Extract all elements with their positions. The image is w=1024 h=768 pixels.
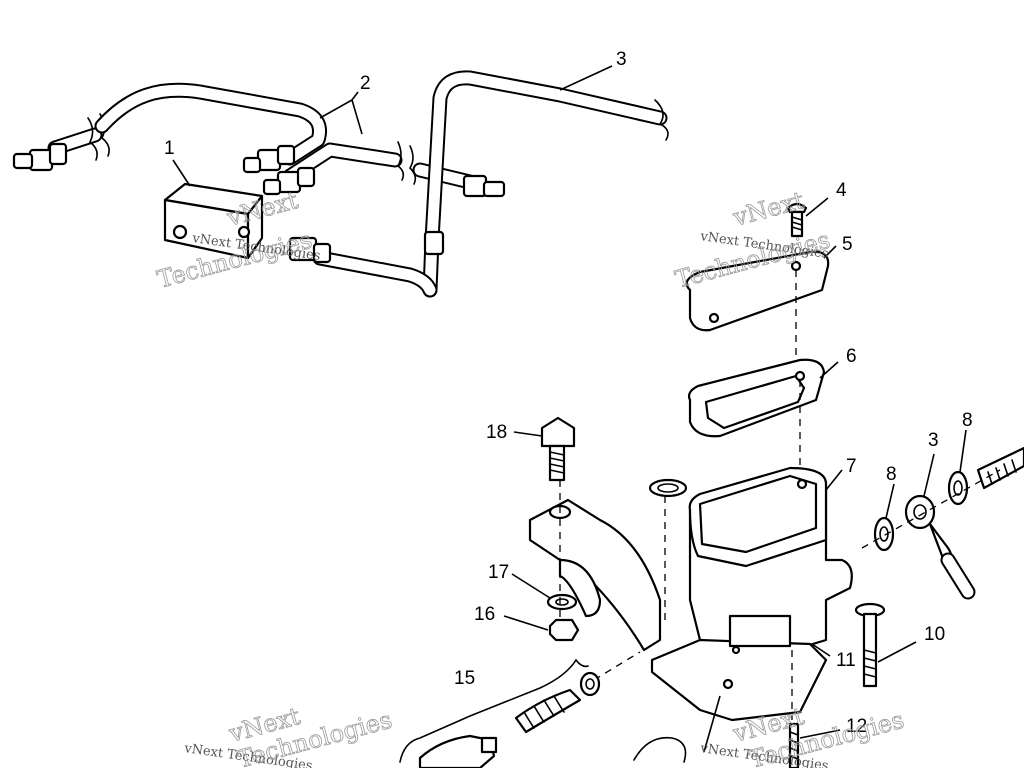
nut-part-16 <box>548 618 580 642</box>
screw-part-4 <box>786 202 808 238</box>
banjo-fitting <box>904 494 976 600</box>
banjo-bolt <box>976 446 1024 490</box>
group-bracket-15 <box>399 658 589 763</box>
callout-17: 17 <box>488 562 509 583</box>
callout-1: 1 <box>164 138 175 159</box>
callout-18: 18 <box>486 422 507 443</box>
screw-part-10 <box>854 602 886 688</box>
callout-16: 16 <box>474 604 495 625</box>
watermark-bottom-left: vNext Technologies vNext Technologies <box>182 702 395 768</box>
callout-3-right: 3 <box>928 430 939 451</box>
callout-3-top: 3 <box>616 49 627 70</box>
fitting-right-of-vertical <box>462 174 506 198</box>
washer-part-8-right <box>947 470 969 506</box>
callout-6: 6 <box>846 346 857 367</box>
fitting-line2-top <box>242 144 296 174</box>
piston-assembly <box>418 651 641 768</box>
callout-7: 7 <box>846 456 857 477</box>
fitting-bottom-hose <box>288 236 332 264</box>
bolt-part-18 <box>540 416 576 482</box>
callout-8-right: 8 <box>962 410 973 431</box>
screw-part-12 <box>788 722 800 768</box>
callout-11: 11 <box>836 650 856 671</box>
callout-10: 10 <box>924 624 945 645</box>
junction-block <box>163 182 264 260</box>
callout-4: 4 <box>836 180 847 201</box>
callout-12: 12 <box>846 716 867 737</box>
leader-lines <box>172 65 967 753</box>
washer-part-8-left <box>873 516 895 552</box>
callout-2: 2 <box>360 73 371 94</box>
brake-lines-assembly <box>47 70 669 298</box>
washer-part-17 <box>546 593 578 611</box>
fitting-line2-bottom <box>262 166 316 196</box>
hose-fittings <box>12 142 506 264</box>
callout-labels: 1 2 3 4 5 6 7 8 3 8 10 11 12 15 16 17 18 <box>164 49 973 737</box>
callout-8-left: 8 <box>886 464 897 485</box>
callout-5: 5 <box>842 234 853 255</box>
diaphragm-gasket <box>687 358 826 438</box>
dust-boot <box>633 736 687 763</box>
callout-15: 15 <box>454 668 475 689</box>
o-ring <box>648 478 688 498</box>
fitting-left-end <box>12 142 68 172</box>
master-cylinder-body <box>650 466 853 722</box>
